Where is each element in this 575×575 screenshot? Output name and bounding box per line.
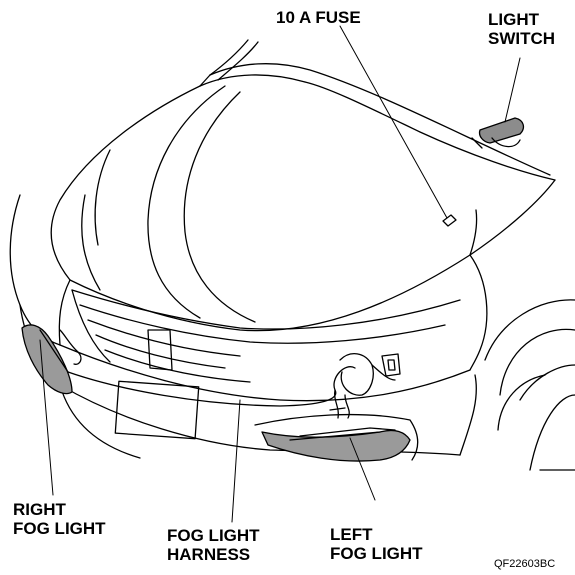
fog-light-harness (67, 353, 401, 419)
right-fog-light (21, 324, 82, 395)
label-left-fog-light-line1: LEFT (330, 525, 373, 544)
grille (71, 289, 461, 383)
fuse (442, 214, 457, 227)
label-light-switch: LIGHT SWITCH (488, 10, 555, 48)
label-left-fog-light: LEFT FOG LIGHT (330, 525, 423, 563)
label-fog-light-harness-line1: FOG LIGHT (167, 526, 260, 545)
label-light-switch-line2: SWITCH (488, 29, 556, 48)
hood (50, 85, 556, 332)
label-fog-light-harness-line2: HARNESS (167, 545, 251, 564)
figure-code: QF22603BC (494, 558, 556, 570)
license-plate (114, 380, 200, 440)
windshield (199, 39, 556, 181)
label-light-switch-line1: LIGHT (488, 10, 539, 29)
leader-lines (39, 25, 521, 523)
label-right-fog-light: RIGHT FOG LIGHT (13, 500, 106, 538)
label-fog-light-harness: FOG LIGHT HARNESS (167, 526, 260, 564)
light-switch (471, 117, 525, 149)
label-right-fog-light-line2: FOG LIGHT (13, 519, 106, 538)
left-fog-light (254, 413, 419, 462)
wheel (484, 299, 575, 471)
label-10a-fuse: 10 A FUSE (276, 8, 361, 27)
label-left-fog-light-line2: FOG LIGHT (330, 544, 423, 563)
label-right-fog-light-line1: RIGHT (13, 500, 66, 519)
